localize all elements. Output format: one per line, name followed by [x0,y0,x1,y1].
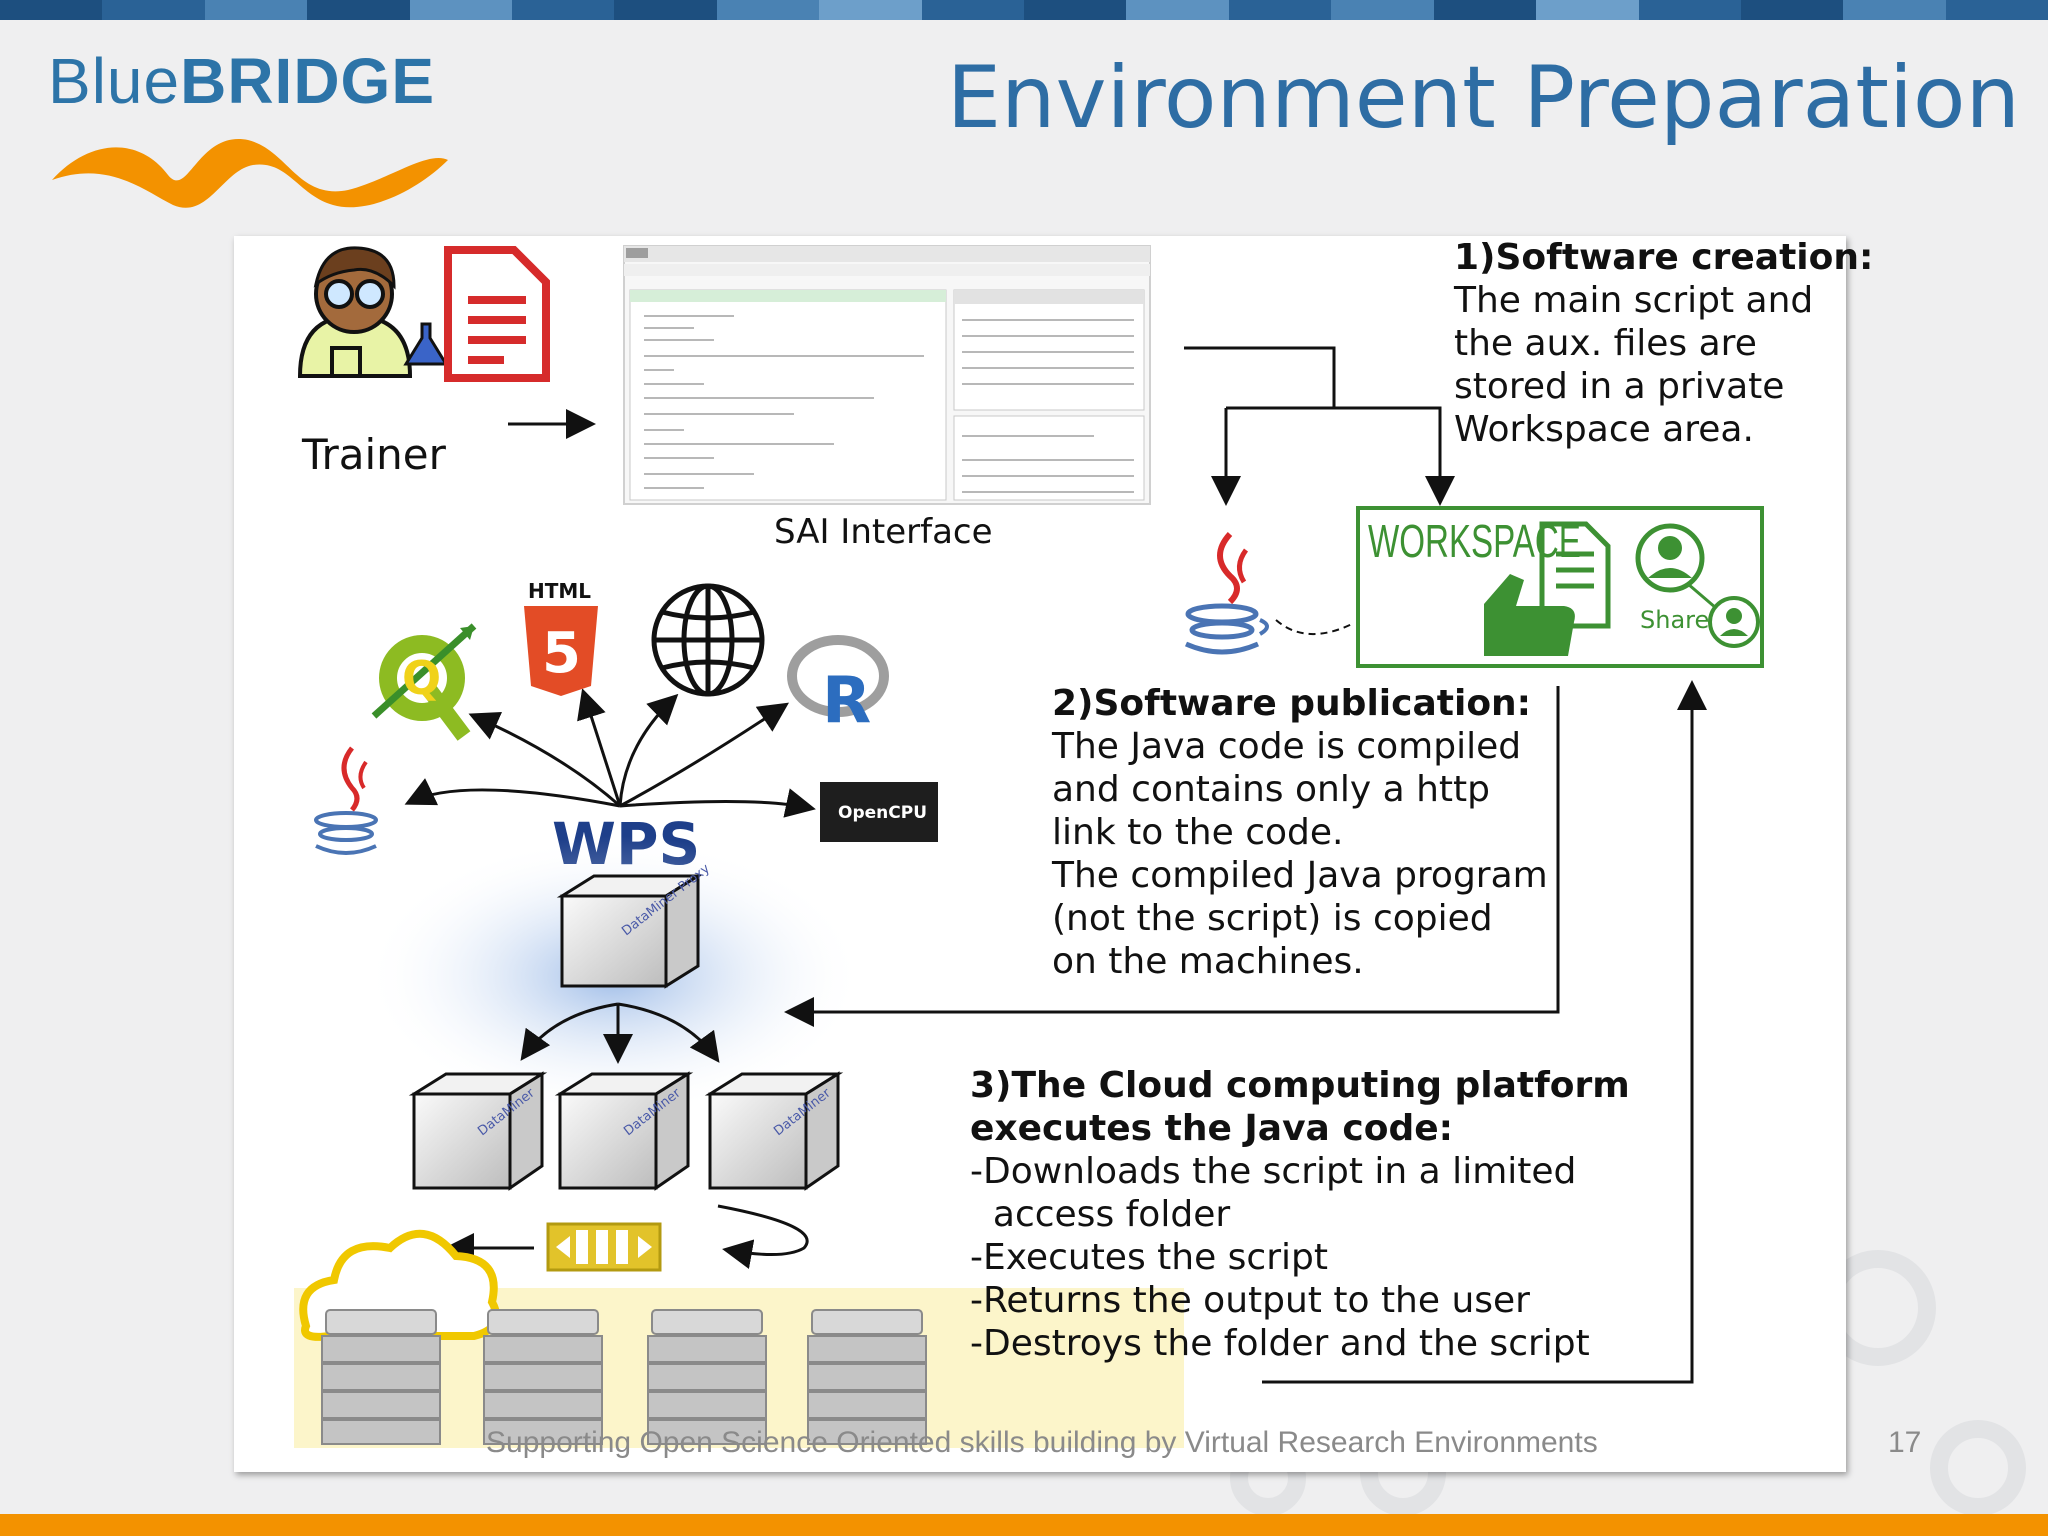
r-letter: R [822,664,871,738]
step1-line: stored in a private [1454,366,1785,407]
logo-text-light: Blue [48,45,181,117]
step1-text-block: 1)Software creation: The main script and… [1454,236,1873,451]
proxy-to-worker-arrows [520,1002,720,1064]
top-stripe-bar [0,0,2048,20]
thumbs-up-icon [1484,574,1575,656]
qgis-letter: Q [402,651,441,705]
sai-to-workspace-connector [1184,346,1455,506]
logo-wordmark: BlueBRIDGE [48,44,435,118]
html5-glyph: 5 [542,621,581,686]
step3-heading: executes the Java code: [970,1108,1454,1149]
wps-fan-arrows [404,688,816,818]
r-language-icon: R [787,635,889,738]
step3-text-block: 3)The Cloud computing platform executes … [970,1064,1630,1365]
logo-wave-icon [52,139,448,208]
dataminer-worker-server-icon: DataMiner [408,1071,548,1191]
sai-interface-screenshot [623,245,1151,505]
decorative-circle [1930,1420,2026,1516]
java-icon [1184,531,1269,655]
document-icon [444,246,550,382]
trainer-label: Trainer [302,430,446,479]
step2-line: (not the script) is copied [1052,898,1493,939]
step3-line: -Executes the script [970,1237,1328,1278]
step2-line: link to the code. [1052,812,1344,853]
step2-line: The compiled Java program [1052,855,1548,896]
bluebridge-logo: BlueBRIDGE [48,40,468,220]
step2-heading: 2)Software publication: [1052,683,1532,724]
dataminer-worker-server-icon: DataMiner [554,1071,694,1191]
slide-footer-text: Supporting Open Science Oriented skills … [486,1426,1598,1459]
rack-server-icon [807,1309,927,1445]
slide-title: Environment Preparation [946,48,2020,148]
step3-line: -Destroys the folder and the script [970,1323,1590,1364]
step2-text-block: 2)Software publication: The Java code is… [1052,682,1548,983]
dataminer-proxy-server-icon: DataMiner Proxy [556,861,713,989]
output-to-workspace-arrow [1262,680,1707,1384]
queue-loop-arrow [717,1204,809,1269]
bottom-orange-bar [0,1514,2048,1536]
step3-line: -Returns the output to the user [970,1280,1530,1321]
logo-text-bold: BRIDGE [180,45,435,117]
page-number: 17 [1888,1426,1922,1459]
java-to-workspace-dashed-link [1275,619,1353,635]
step3-line: -Downloads the script in a limited [970,1151,1577,1192]
html5-label: HTML [528,579,591,603]
opencpu-badge: OpenCPU [820,782,938,842]
workspace-label: WORKSPACE [1368,515,1581,567]
globe-icon [651,583,765,697]
step1-heading: 1)Software creation: [1454,237,1874,278]
html5-icon: HTML 5 [524,579,598,696]
rack-server-icon [321,1309,441,1445]
step3-line: access folder [970,1194,1231,1235]
rack-server-icon [483,1309,603,1445]
queue-icon [546,1222,662,1272]
diagram-panel: Q HTML 5 R [234,236,1873,1472]
step3-heading: 3)The Cloud computing platform [970,1065,1630,1106]
step1-line: the aux. files are [1454,323,1757,364]
dataminer-worker-server-icon: DataMiner [704,1071,844,1191]
step2-line: and contains only a http [1052,769,1490,810]
sai-interface-label: SAI Interface [774,512,993,552]
rack-server-icon [647,1309,767,1445]
step1-line: Workspace area. [1454,409,1754,450]
trainer-icon [297,246,449,378]
java-icon-left [314,746,378,855]
step2-line: on the machines. [1052,941,1364,982]
qgis-icon: Q [371,623,477,741]
workspace-box [1356,506,1764,668]
step1-line: The main script and [1454,280,1814,321]
publication-to-proxy-arrow [784,686,1560,1027]
diagram-graphics: Q HTML 5 R [294,245,1764,1448]
step2-line: The Java code is compiled [1052,726,1522,767]
opencpu-label: OpenCPU [838,803,927,823]
share-label: Share [1640,606,1710,634]
